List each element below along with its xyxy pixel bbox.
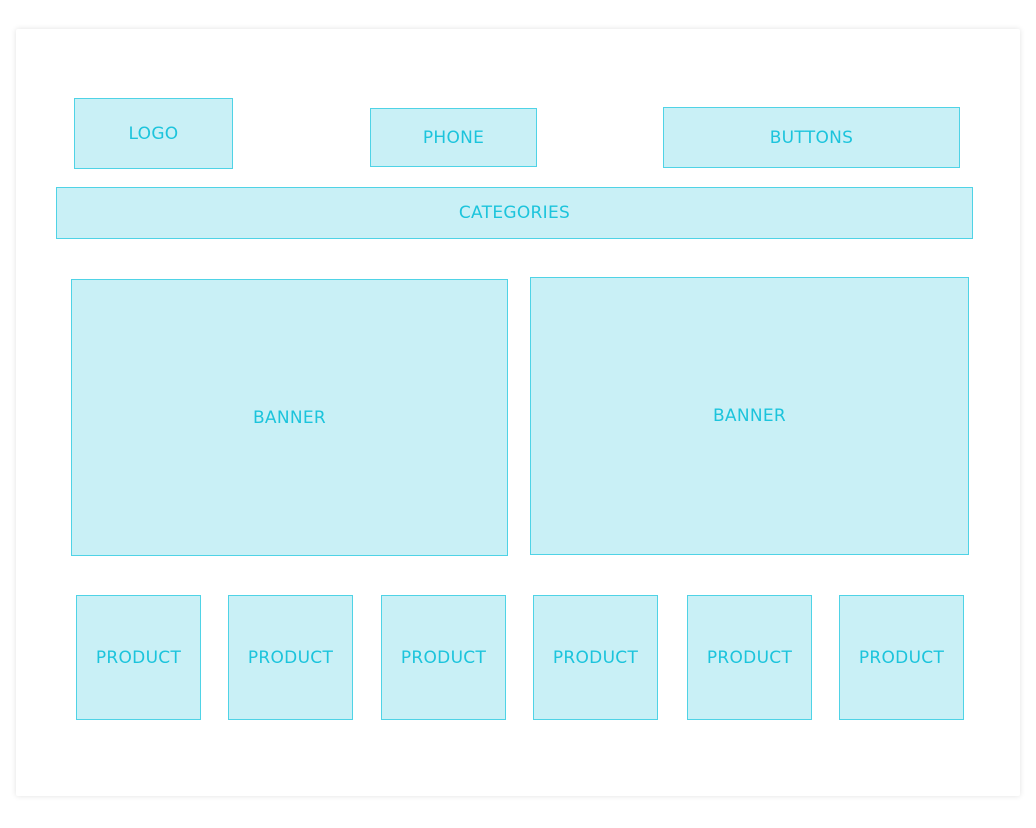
logo-label: LOGO [128, 123, 179, 144]
buttons-label: BUTTONS [769, 127, 854, 148]
product-label: PRODUCT [247, 647, 334, 668]
product-placeholder: PRODUCT [228, 595, 353, 720]
phone-placeholder: PHONE [370, 108, 537, 167]
product-placeholder: PRODUCT [381, 595, 506, 720]
banner-label: BANNER [712, 406, 787, 426]
categories-placeholder: CATEGORIES [56, 187, 973, 239]
product-label: PRODUCT [552, 647, 639, 668]
product-placeholder: PRODUCT [839, 595, 964, 720]
product-placeholder: PRODUCT [687, 595, 812, 720]
buttons-placeholder: BUTTONS [663, 107, 960, 168]
banner-placeholder: BANNER [530, 277, 969, 555]
product-label: PRODUCT [858, 647, 945, 668]
product-label: PRODUCT [706, 647, 793, 668]
banner-label: BANNER [252, 407, 327, 428]
banner-placeholder: BANNER [71, 279, 508, 556]
categories-label: CATEGORIES [458, 203, 571, 223]
product-placeholder: PRODUCT [533, 595, 658, 720]
phone-label: PHONE [422, 127, 485, 148]
product-placeholder: PRODUCT [76, 595, 201, 720]
logo-placeholder: LOGO [74, 98, 233, 169]
product-label: PRODUCT [95, 647, 182, 668]
product-label: PRODUCT [400, 647, 487, 668]
